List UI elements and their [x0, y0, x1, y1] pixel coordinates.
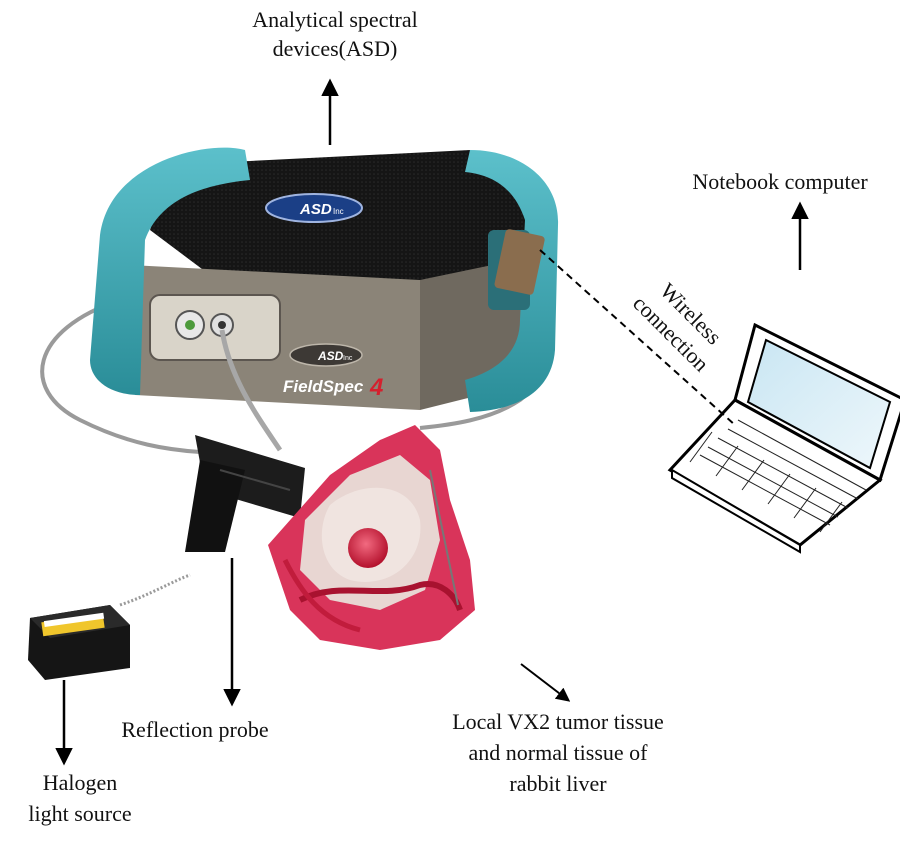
brand-top-label: ASD — [299, 201, 332, 218]
light-source-image — [28, 573, 191, 680]
tissue-image — [268, 425, 475, 650]
brand-front-suffix: Inc — [343, 355, 353, 362]
tissue-label: Local VX2 tumor tissue and normal tissue… — [408, 707, 708, 799]
halogen-label: Halogen light source — [0, 768, 160, 830]
spectrometer-image: ASD Inc ASD Inc FieldSpec 4 — [90, 147, 559, 452]
notebook-label-text: Notebook computer — [692, 169, 868, 194]
probe-image — [185, 435, 305, 552]
brand-top-suffix: Inc — [333, 207, 344, 216]
tissue-label-line1: Local VX2 tumor tissue — [452, 709, 664, 734]
wireless-connection-line — [539, 249, 736, 426]
probe-label-text: Reflection probe — [121, 717, 269, 742]
arrow-tissue — [520, 663, 571, 702]
brand-front-label: ASD — [317, 349, 344, 363]
asd-label-line2: devices(ASD) — [272, 35, 398, 61]
tissue-label-line2: and normal tissue of — [468, 739, 648, 765]
asd-label: Analytical spectral devices(ASD) — [200, 6, 470, 63]
halogen-label-line2: light source — [28, 800, 132, 826]
laptop-icon — [667, 322, 900, 554]
tissue-label-line3: rabbit liver — [509, 770, 607, 796]
model-number: 4 — [369, 374, 383, 401]
asd-label-line1: Analytical spectral — [252, 7, 418, 32]
fiber-cable — [40, 298, 201, 454]
model-label: FieldSpec — [283, 377, 364, 396]
notebook-label: Notebook computer — [660, 168, 900, 197]
halogen-label-line1: Halogen — [42, 770, 118, 795]
probe-label: Reflection probe — [90, 716, 300, 745]
